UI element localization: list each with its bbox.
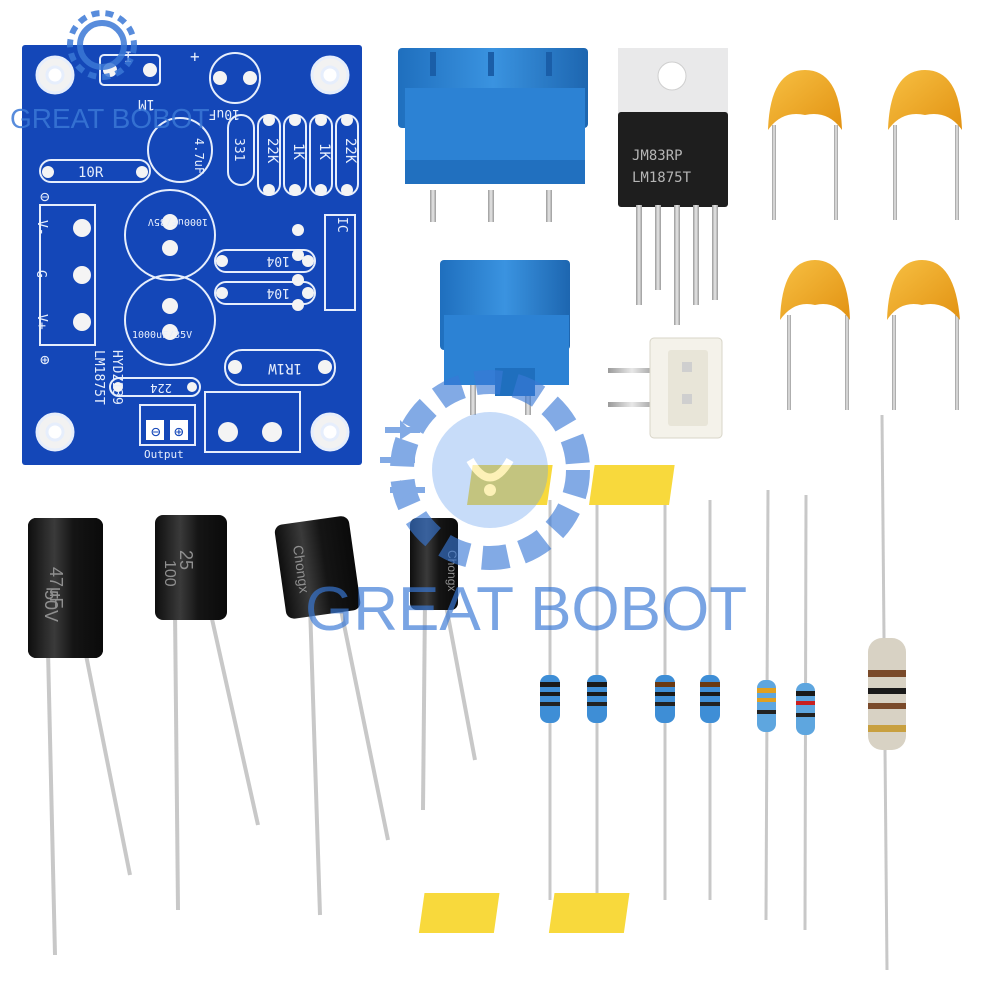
- pcb-label-1k-a: 1K: [290, 143, 306, 160]
- pcb-label-22k-a: 22K: [264, 138, 280, 164]
- pcb-label-22k-b: 22K: [342, 138, 358, 164]
- pcb-label-model: LM1875T: [91, 350, 106, 405]
- resistor-blue-group: [540, 675, 815, 735]
- ceramic-capacitor: [768, 70, 842, 220]
- ceramic-capacitors: [768, 70, 962, 410]
- pcb-label-minus: ⊖: [40, 187, 50, 206]
- mounting-holes: [35, 55, 350, 452]
- pcb-label-47uf: 4.7uF: [192, 138, 206, 174]
- pcb-label-cap-top: 1000uF/35V: [148, 216, 208, 227]
- terminal-block-3pin: [398, 48, 588, 222]
- chip-marking-line1: JM83RP: [632, 148, 683, 164]
- pcb-label-1m: 1M: [138, 96, 155, 112]
- electrolytic-capacitor-47uf: 47μF 50V: [28, 518, 132, 956]
- lm1875t-chip: JM83RP LM1875T: [618, 48, 728, 325]
- gear-logo-icon: [380, 370, 590, 570]
- pcb-label-output: Output: [144, 448, 184, 461]
- cap2-label-b: 100: [161, 560, 178, 587]
- pcb-label-cap-bottom: 1000uF/35V: [132, 330, 192, 341]
- pcb-label-331: 331: [231, 138, 246, 161]
- watermark: GREAT BOBOT GREAT BOBOT: [10, 10, 747, 644]
- svg-text:⊕: ⊕: [174, 422, 184, 441]
- pcb-label-104-a: 104: [266, 253, 290, 268]
- chip-marking-line2: LM1875T: [632, 170, 692, 186]
- pcb-label-plus-circle: ⊕: [40, 350, 50, 369]
- watermark-text-center: GREAT BOBOT: [305, 575, 747, 644]
- output-terminal-marking: ⊖ ⊕: [146, 420, 188, 441]
- pcb-label-224: 224: [150, 381, 172, 395]
- pcb-label-104-b: 104: [266, 285, 290, 300]
- pcb-label-v-minus: V-: [34, 220, 49, 236]
- svg-text:⊖: ⊖: [151, 422, 161, 441]
- ceramic-capacitor: [887, 260, 960, 410]
- gear-logo-small-icon: [67, 10, 137, 80]
- electrolytic-capacitor-chongx-a: Chongx: [274, 516, 390, 916]
- electrolytic-capacitor-100uf: 25 100: [155, 515, 260, 911]
- ceramic-capacitor: [780, 260, 850, 410]
- pcb-label-1r1w: 1R1W: [268, 360, 302, 376]
- ceramic-capacitor: [888, 70, 962, 220]
- watermark-text-small: GREAT BOBOT: [10, 103, 210, 134]
- pcb-label-plus: +: [190, 47, 200, 66]
- pcb-label-10r: 10R: [78, 165, 104, 181]
- cap1-label-a: 47μF: [46, 567, 66, 608]
- resistors: [418, 414, 906, 971]
- cap1-label-b: 50V: [41, 590, 61, 622]
- resistor-1r1w: [868, 638, 906, 750]
- pcb-label-10uf: 10uF: [209, 106, 240, 121]
- pcb-label-1k-b: 1K: [316, 143, 332, 160]
- electrolytic-capacitors: 47μF 50V 25 100 Chongx Chongx: [28, 515, 477, 956]
- pcb-board: ⊖ ⊕ I + 1M 10uF 4.7uF 331 22K 1K 1K 22K …: [22, 45, 362, 465]
- cap3-label-a: Chongx: [290, 544, 313, 594]
- pcb-label-v-plus: V+: [34, 314, 49, 330]
- cap2-label-a: 25: [176, 550, 196, 570]
- white-connector: [608, 337, 723, 439]
- pcb-label-ic: IC: [334, 217, 349, 233]
- pcb-label-g: G: [33, 270, 48, 278]
- pcb-label-model-code: HYDZ139: [109, 350, 124, 405]
